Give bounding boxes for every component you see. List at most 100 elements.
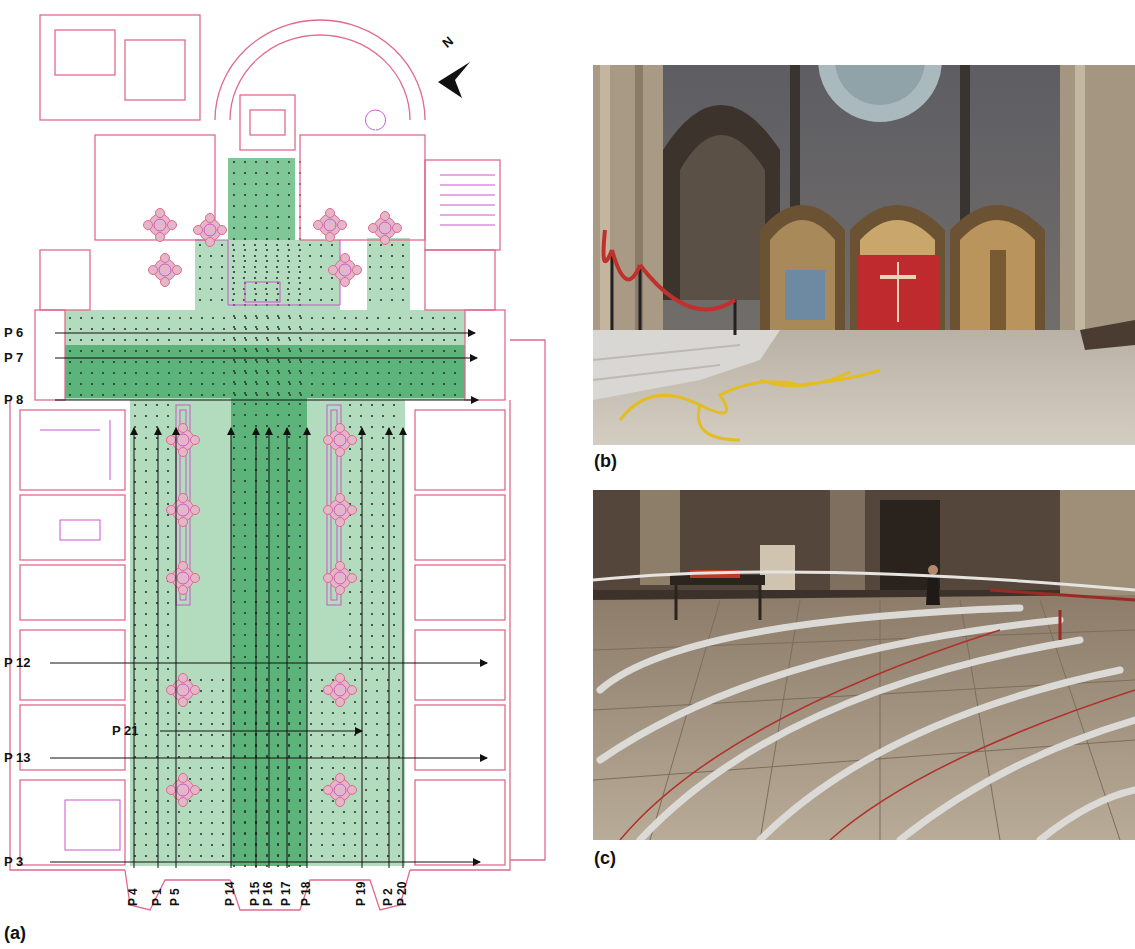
measurement-point — [432, 317, 434, 319]
measurement-point — [288, 800, 290, 802]
measurement-point — [135, 372, 137, 374]
measurement-point — [113, 394, 115, 396]
measurement-point — [135, 350, 137, 352]
measurement-point — [391, 266, 393, 268]
measurement-point — [200, 701, 202, 703]
measurement-point — [200, 690, 202, 692]
measurement-point — [277, 480, 279, 482]
measurement-point — [266, 855, 268, 857]
measurement-point — [333, 394, 335, 396]
measurement-point — [244, 436, 246, 438]
measurement-point — [189, 745, 191, 747]
measurement-point — [287, 277, 289, 279]
wall-outline — [10, 15, 545, 910]
measurement-point — [266, 745, 268, 747]
measurement-point — [288, 799, 290, 801]
measurement-point — [232, 255, 234, 257]
measurement-point — [277, 546, 279, 548]
measurement-point — [233, 524, 235, 526]
measurement-point — [398, 734, 400, 736]
measurement-point — [288, 679, 290, 681]
measurement-point — [382, 668, 384, 670]
measurement-point — [245, 350, 247, 352]
measurement-point — [233, 767, 235, 769]
measurement-point — [355, 328, 357, 330]
measurement-point — [244, 249, 246, 251]
measurement-point — [266, 865, 268, 867]
measurement-point — [321, 723, 323, 725]
measurement-point — [244, 590, 246, 592]
measurement-point — [393, 503, 395, 505]
measurement-point — [221, 244, 223, 246]
measurement-point — [349, 635, 351, 637]
measurement-point — [233, 865, 235, 867]
measurement-point — [245, 361, 247, 363]
measurement-point — [145, 448, 147, 450]
measurement-point — [266, 667, 268, 669]
measurement-point — [299, 822, 301, 824]
measurement-point — [382, 569, 384, 571]
measurement-point — [199, 244, 201, 246]
measurement-point — [189, 822, 191, 824]
measurement-point — [233, 844, 235, 846]
measurement-point — [255, 348, 257, 350]
measurement-point — [288, 326, 290, 328]
measurement-point — [266, 832, 268, 834]
measurement-point — [201, 383, 203, 385]
measurement-point — [233, 777, 235, 779]
measurement-point — [244, 612, 246, 614]
measurement-point — [354, 734, 356, 736]
measurement-point — [333, 361, 335, 363]
measurement-point — [289, 361, 291, 363]
north-label: N — [440, 34, 456, 50]
measurement-point — [145, 569, 147, 571]
measurement-point — [266, 777, 268, 779]
measurement-point — [321, 778, 323, 780]
measurement-point — [277, 701, 279, 703]
measurement-point — [69, 394, 71, 396]
pier — [194, 214, 227, 247]
measurement-point — [288, 745, 290, 747]
measurement-point — [277, 723, 279, 725]
measurement-point — [266, 799, 268, 801]
measurement-point — [393, 404, 395, 406]
measurement-point — [201, 350, 203, 352]
measurement-point — [288, 205, 290, 207]
measurement-point — [266, 557, 268, 559]
measurement-point — [255, 381, 257, 383]
measurement-point — [300, 350, 302, 352]
measurement-point — [277, 469, 279, 471]
measurement-point — [298, 244, 300, 246]
measurement-point — [244, 800, 246, 802]
measurement-point — [189, 855, 191, 857]
measurement-point — [244, 557, 246, 559]
measurement-point — [255, 370, 257, 372]
measurement-point — [265, 244, 267, 246]
measurement-point — [299, 458, 301, 460]
measurement-point — [277, 667, 279, 669]
measurement-point — [454, 350, 456, 352]
measurement-point — [344, 350, 346, 352]
measurement-point — [443, 383, 445, 385]
measurement-point — [91, 350, 93, 352]
measurement-point — [277, 679, 279, 681]
measurement-point — [343, 811, 345, 813]
measurement-point — [410, 383, 412, 385]
measurement-point — [300, 383, 302, 385]
measurement-point — [376, 712, 378, 714]
measurement-point — [244, 161, 246, 163]
measurement-point — [179, 339, 181, 341]
measurement-point — [322, 394, 324, 396]
measurement-point — [266, 293, 268, 295]
measurement-point — [267, 383, 269, 385]
measurement-point — [287, 244, 289, 246]
measurement-point — [233, 205, 235, 207]
measurement-point — [299, 524, 301, 526]
measurement-point — [145, 679, 147, 681]
measurement-point — [222, 701, 224, 703]
measurement-point — [167, 558, 169, 560]
measurement-point — [310, 712, 312, 714]
measurement-point — [146, 350, 148, 352]
measurement-point — [402, 244, 404, 246]
pier — [167, 562, 200, 595]
